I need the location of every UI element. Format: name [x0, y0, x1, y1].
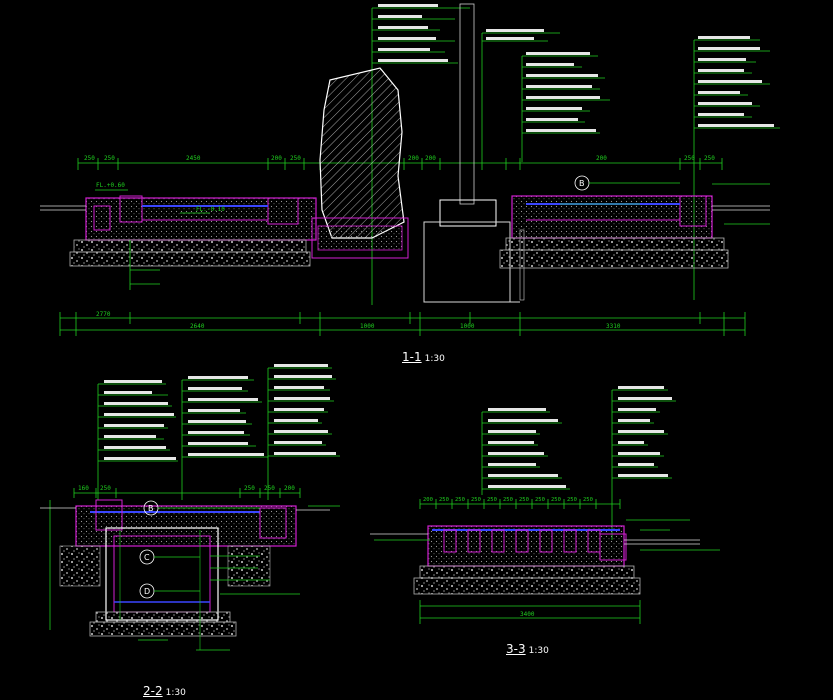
sump-structure: [40, 499, 330, 650]
annotation-block-top-mid: [521, 55, 610, 162]
dim-label: 1000: [360, 323, 375, 330]
dim-label: 250: [104, 155, 115, 162]
annotation-text-strokes: [378, 4, 774, 132]
dim-label: 250: [455, 497, 465, 503]
dim-label: 200: [271, 155, 282, 162]
annotation-block-top-right: [693, 39, 780, 300]
dim-label: 250: [583, 497, 593, 503]
pond-left: [40, 195, 317, 267]
dimension-chain-3-3-top: [419, 499, 621, 509]
dimension-chain-3-3-bottom: [419, 600, 641, 624]
dim-label: 250: [503, 497, 513, 503]
section-title-text: 1-1: [402, 350, 422, 364]
dim-label: 250: [551, 497, 561, 503]
channel-structure: [370, 519, 720, 595]
annotation-block-2-2: [97, 367, 340, 500]
section-1-1: 250 250 2450 200 250 200 200 200 250 250: [40, 3, 780, 336]
dim-label: 2640: [190, 323, 205, 330]
elevation-mark: FL.+0.60: [96, 182, 125, 189]
dim-label: 200: [425, 155, 436, 162]
callout-letter: D: [144, 587, 150, 596]
dim-label: 3310: [606, 323, 621, 330]
dim-label: 1000: [460, 323, 475, 330]
annotation-block-top-center: [481, 32, 560, 170]
elevation-mark: FL.-0.10: [196, 206, 225, 213]
dim-label: 2770: [96, 311, 111, 318]
section-title-text: 2-2: [143, 684, 163, 698]
annotation-text-strokes-2-2: [104, 364, 336, 460]
dimension-chain-bottom: [59, 312, 746, 336]
pond-right: [499, 195, 770, 269]
callouts-2-2: B C D: [138, 500, 340, 651]
section-scale-text: 1:30: [528, 646, 549, 656]
dim-label: 2450: [186, 155, 201, 162]
dim-label: 250: [84, 155, 95, 162]
dim-label: 250: [704, 155, 715, 162]
dim-label: 200: [408, 155, 419, 162]
callout-b-section1: B: [560, 175, 770, 225]
callout-letter: C: [144, 553, 150, 562]
dimension-labels-2-2: 160 250 250 250 200: [78, 485, 295, 492]
section-title-text: 3-3: [506, 642, 526, 656]
dim-label: 250: [487, 497, 497, 503]
dimension-labels-3-3-top: 200 250 250 250 250 250 250 250 250 250 …: [423, 497, 593, 503]
callout-letter: B: [148, 504, 154, 513]
callout-letter: B: [579, 179, 585, 188]
section-scale-text: 1:30: [165, 688, 186, 698]
dimension-chain-2-2: [49, 488, 301, 630]
section-2-2: 160 250 250 250 200 B C: [40, 364, 340, 651]
left-elevation-marks: FL.+0.60 FL.-0.10: [95, 182, 225, 290]
section-3-3: 200 250 250 250 250 250 250 250 250 250 …: [370, 386, 720, 624]
dim-label: 200: [284, 485, 295, 492]
section-scale-text: 1:30: [424, 354, 445, 364]
annotation-text-strokes-3-3: [488, 386, 672, 488]
dim-label: 250: [439, 497, 449, 503]
dim-label: 250: [567, 497, 577, 503]
dim-label: 250: [100, 485, 111, 492]
dim-label: 250: [519, 497, 529, 503]
dim-label: 250: [535, 497, 545, 503]
dimension-labels-top: 250 250 2450 200 250 200 200 200 250 250: [84, 155, 715, 162]
dim-label: 250: [264, 485, 275, 492]
dim-label: 250: [684, 155, 695, 162]
dim-label: 200: [423, 497, 433, 503]
dim-label: 250: [471, 497, 481, 503]
dim-label: 3400: [520, 611, 535, 618]
rock-feature: [311, 67, 409, 259]
dim-label: 250: [244, 485, 255, 492]
dim-label: 200: [596, 155, 607, 162]
annotation-block-3-3: [481, 389, 676, 540]
dim-label: 250: [290, 155, 301, 162]
dimension-labels-3-3-bottom: 3400: [520, 611, 535, 618]
dimension-labels-bottom: 2770 2640 1000 1000 3310: [96, 311, 621, 330]
dim-label: 160: [78, 485, 89, 492]
